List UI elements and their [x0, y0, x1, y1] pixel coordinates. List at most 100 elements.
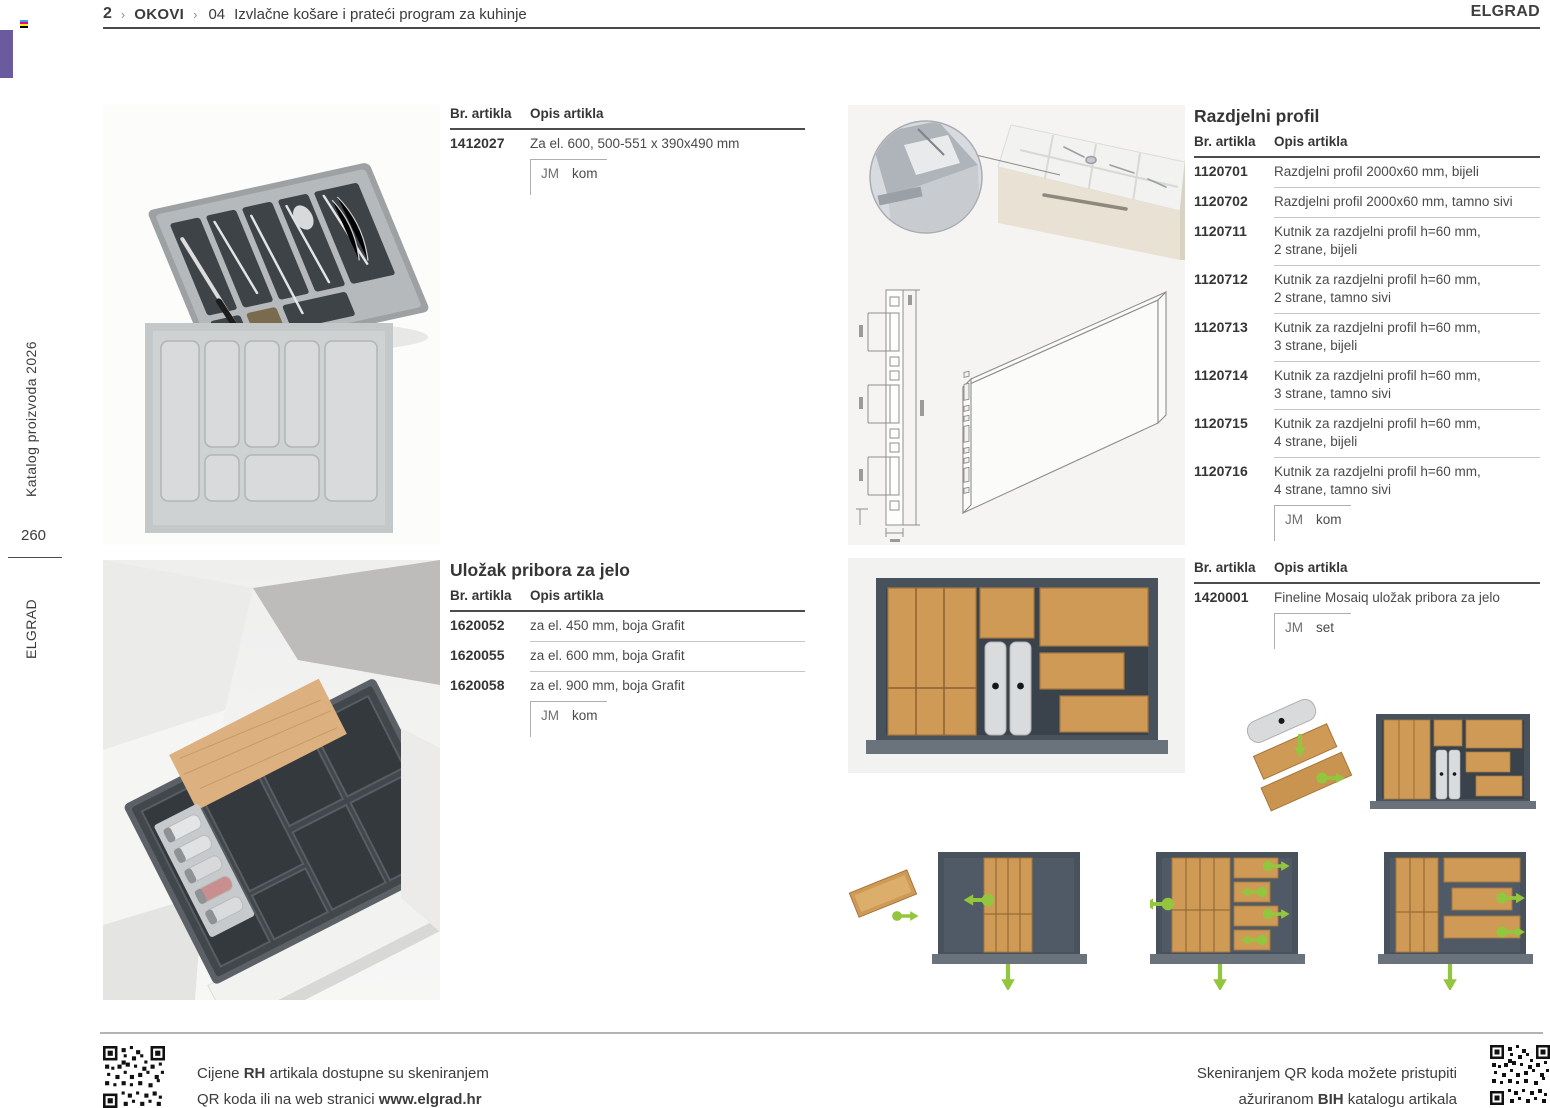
- col-br-artikla: Br. artikla: [450, 588, 512, 603]
- table-row: 1120712 Kutnik za razdjelni profil h=60 …: [1194, 266, 1540, 314]
- unit-box: JM kom: [530, 159, 607, 195]
- col-opis-artikla: Opis artikla: [530, 588, 604, 603]
- col-opis-artikla: Opis artikla: [1274, 134, 1348, 149]
- roll-module-illustration: [1246, 698, 1353, 812]
- chevron-separator-icon: ›: [193, 6, 198, 22]
- unit-value: kom: [572, 166, 598, 181]
- article-description: Fineline Mosaiq uložak pribora za jelo: [1274, 590, 1500, 605]
- table-row: 1120714 Kutnik za razdjelni profil h=60 …: [1194, 362, 1540, 410]
- article-number: 1120714: [1194, 367, 1248, 383]
- article-number: 1620055: [450, 647, 505, 663]
- header-rule: [103, 27, 1540, 29]
- article-number: 1120716: [1194, 463, 1248, 479]
- drawer-config-3-illustration: [1378, 852, 1533, 990]
- article-number: 1620052: [450, 617, 505, 633]
- photo-graphite-drawer: [103, 560, 440, 1000]
- qr-code-icon: [103, 1046, 165, 1108]
- footer-rule: [100, 1032, 1543, 1034]
- table-ulozak: Uložak pribora za jelo Br. artikla Opis …: [450, 560, 805, 737]
- article-number: 1120713: [1194, 319, 1248, 335]
- article-description: Kutnik za razdjelni profil h=60 mm, 3 st…: [1274, 314, 1540, 362]
- footer-text: ažuriranom: [1238, 1091, 1318, 1108]
- table-row: 1120702 Razdjelni profil 2000x60 mm, tam…: [1194, 188, 1540, 218]
- footer-text-bold: RH: [243, 1065, 266, 1082]
- section-title: Razdjelni profil: [1194, 106, 1320, 126]
- article-description: za el. 450 mm, boja Grafit: [530, 612, 805, 642]
- col-br-artikla: Br. artikla: [450, 106, 512, 121]
- photo-divider-profile: [848, 105, 1185, 545]
- print-registration-mark: [20, 20, 28, 29]
- qr-code: [1490, 1044, 1550, 1106]
- breadcrumb-section: OKOVI: [134, 5, 185, 23]
- article-description: Kutnik za razdjelni profil h=60 mm, 2 st…: [1274, 266, 1540, 314]
- unit-label: JM: [541, 166, 559, 181]
- article-description: za el. 900 mm, boja Grafit: [530, 678, 685, 693]
- qr-code-icon: [1490, 1045, 1550, 1105]
- article-number: 1120711: [1194, 223, 1247, 239]
- unit-box: JM kom: [1274, 505, 1351, 541]
- photo-roll-module: [1238, 698, 1360, 816]
- table-row: 1120713 Kutnik za razdjelni profil h=60 …: [1194, 314, 1540, 362]
- col-br-artikla: Br. artikla: [1194, 134, 1256, 149]
- divider-profile-illustration: [856, 120, 1185, 542]
- footer-text: QR koda ili na web stranici: [197, 1091, 379, 1108]
- sidebar-catalog-label: Katalog proizvoda 2026: [23, 341, 39, 497]
- sidebar-rule: [8, 557, 62, 558]
- photo-drawer-config-2: [1150, 852, 1305, 990]
- table-row: 1620052 za el. 450 mm, boja Grafit: [450, 612, 805, 642]
- table-header: Br. artikla Opis artikla: [450, 588, 805, 612]
- footer-website: www.elgrad.hr: [378, 1091, 482, 1108]
- page-title: Izvlačne košare i prateći program za kuh…: [234, 5, 527, 23]
- table-row: 1120701 Razdjelni profil 2000x60 mm, bij…: [1194, 158, 1540, 188]
- article-number: 1620058: [450, 677, 505, 693]
- footer-text: artikala dostupne su skeniranjem: [265, 1065, 489, 1082]
- graphite-drawer-illustration: [103, 560, 440, 1000]
- chevron-separator-icon: ›: [120, 6, 126, 22]
- mosaiq-insert-illustration: [866, 578, 1168, 754]
- breadcrumb-page-number: 2: [103, 5, 112, 22]
- photo-drawer-config-3: [1378, 852, 1533, 990]
- article-number: 1120701: [1194, 163, 1248, 179]
- table-row: 1620058 za el. 900 mm, boja Grafit: [450, 672, 805, 701]
- article-description: Kutnik za razdjelni profil h=60 mm, 3 st…: [1274, 362, 1540, 410]
- breadcrumb: 2 › OKOVI › 04 Izvlačne košare i prateći…: [103, 0, 527, 28]
- unit-label: JM: [1285, 512, 1303, 527]
- footer-text: Skeniranjem QR koda možete pristupiti: [1196, 1065, 1457, 1082]
- article-description: Razdjelni profil 2000x60 mm, bijeli: [1274, 158, 1540, 188]
- table-razdjelni: Razdjelni profil Br. artikla Opis artikl…: [1194, 106, 1540, 541]
- cutlery-tray-illustration: [145, 163, 429, 533]
- photo-wood-tray: [845, 860, 927, 932]
- photo-mosaiq-insert: [848, 558, 1185, 773]
- brand-logo: ELGRAD: [1470, 3, 1540, 20]
- article-description: za el. 600 mm, boja Grafit: [530, 642, 805, 672]
- table-row: 1120715 Kutnik za razdjelni profil h=60 …: [1194, 410, 1540, 458]
- article-description: Razdjelni profil 2000x60 mm, tamno sivi: [1274, 188, 1540, 218]
- article-number: 1120712: [1194, 271, 1248, 287]
- section-title: Uložak pribora za jelo: [450, 560, 630, 580]
- breadcrumb-subsection: 04: [208, 5, 226, 23]
- table-cutlery-insert: Br. artikla Opis artikla 1412027 Za el. …: [450, 106, 805, 195]
- footer-right-text: Skeniranjem QR koda možete pristupiti až…: [1197, 1061, 1457, 1108]
- article-number: 1420001: [1194, 589, 1249, 605]
- table-row: 1412027 Za el. 600, 500-551 x 390x490 mm: [450, 130, 805, 159]
- footer-text: katalogu artikala: [1343, 1091, 1457, 1108]
- article-number: 1120715: [1194, 415, 1248, 431]
- table-row: 1620055 za el. 600 mm, boja Grafit: [450, 642, 805, 672]
- photo-cutlery-trays: [103, 105, 440, 545]
- table-row: 1420001 Fineline Mosaiq uložak pribora z…: [1194, 584, 1540, 613]
- table-header: Br. artikla Opis artikla: [450, 106, 805, 130]
- footer-text: Cijene: [197, 1065, 244, 1082]
- drawer-config-1-illustration: [932, 852, 1087, 990]
- unit-value: kom: [572, 708, 598, 723]
- drawer-config-2-illustration: [1150, 852, 1305, 990]
- unit-box: JM kom: [530, 701, 607, 737]
- footer-left-text: Cijene RH artikala dostupne su skeniranj…: [197, 1061, 489, 1108]
- photo-organizer-full: [1368, 710, 1538, 815]
- table-header: Br. artikla Opis artikla: [1194, 134, 1540, 158]
- col-opis-artikla: Opis artikla: [1274, 560, 1348, 575]
- footer-text-bold: BIH: [1317, 1091, 1344, 1108]
- wood-tray-illustration: [848, 869, 921, 923]
- table-header: Br. artikla Opis artikla: [1194, 560, 1540, 584]
- unit-value: kom: [1316, 512, 1342, 527]
